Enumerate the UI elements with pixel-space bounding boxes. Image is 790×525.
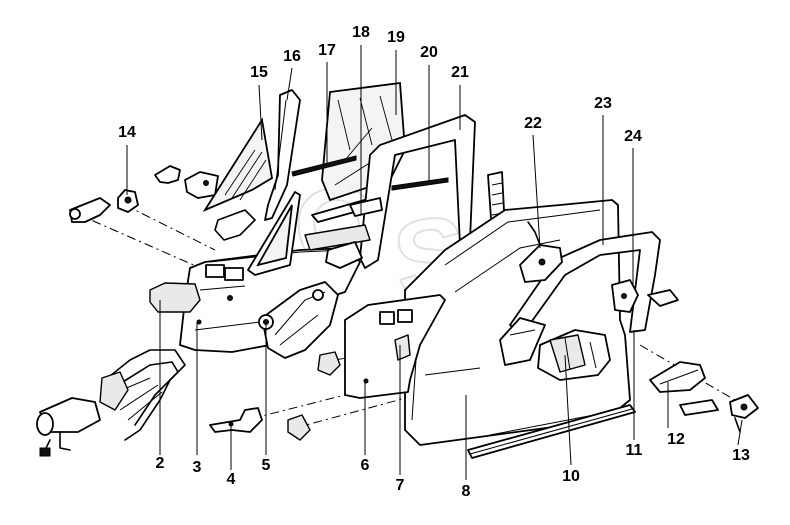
callout-18: 18 [352, 24, 370, 41]
callout-13: 13 [732, 447, 750, 464]
callout-17: 17 [318, 42, 336, 59]
leader-lines [126, 45, 743, 480]
callout-23: 23 [594, 95, 612, 112]
callout-21: 21 [451, 64, 469, 81]
division-channel [264, 89, 301, 221]
callout-4: 4 [227, 471, 236, 488]
rear-window-regulator [499, 221, 563, 366]
callout-19: 19 [387, 29, 405, 46]
vent-window [202, 117, 273, 241]
outside-door-handle [649, 361, 719, 416]
callout-11: 11 [626, 442, 643, 459]
callout-22: 22 [524, 115, 542, 132]
callout-7: 7 [396, 477, 405, 494]
door-lock-assembly [537, 329, 611, 381]
callout-24: 24 [624, 128, 642, 145]
rear-inside-door-handle [394, 334, 411, 361]
callout-6: 6 [361, 457, 370, 474]
callout-12: 12 [667, 431, 685, 448]
door-clips [209, 351, 341, 441]
callout-10: 10 [562, 468, 580, 485]
rear-quarter-window-frame [247, 191, 301, 276]
callout-16: 16 [283, 48, 301, 65]
callout-15: 15 [250, 64, 268, 81]
door-check-link [154, 165, 219, 199]
window-channel-bracket [304, 197, 383, 269]
rear-door-trim-panel [344, 294, 446, 399]
door-lock-cylinder [729, 394, 759, 433]
front-window-regulator [36, 349, 186, 457]
callout-3: 3 [193, 459, 202, 476]
callout-8: 8 [462, 483, 471, 500]
rear-door-hinge [611, 279, 679, 313]
callout-labels: 2 3 4 5 6 7 8 10 11 12 13 14 15 16 17 18… [118, 24, 750, 500]
armrest [149, 282, 201, 313]
callout-14: 14 [118, 124, 136, 141]
callout-5: 5 [262, 457, 271, 474]
callout-2: 2 [156, 455, 165, 472]
door-sill-moulding [467, 404, 636, 459]
door-hinge-upper [69, 189, 139, 223]
callout-20: 20 [420, 44, 438, 61]
